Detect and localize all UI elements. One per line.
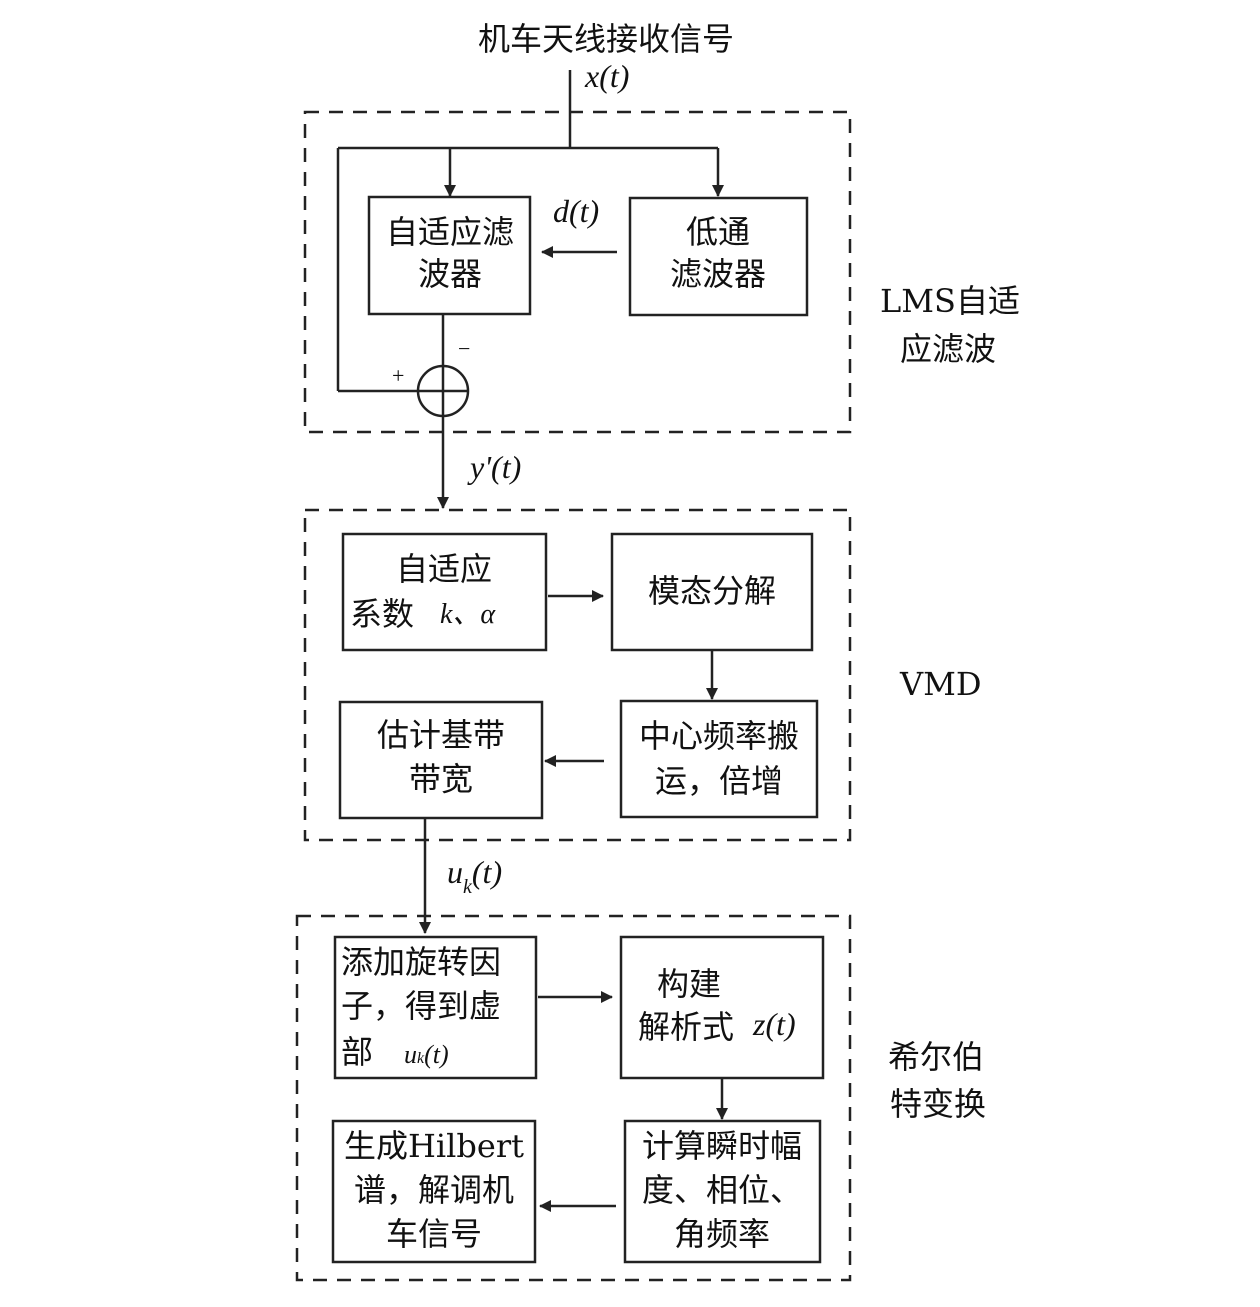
adaptive-coef-label-2: 系数 (350, 595, 414, 633)
compute-label-3: 角频率 (674, 1215, 770, 1253)
lowpass-filter-box (628, 196, 809, 317)
compute-label-1: 计算瞬时幅 (642, 1127, 802, 1165)
adaptive-coef-label-1: 自适应 (396, 550, 492, 588)
adaptive-coef-params: k、α (440, 599, 496, 630)
rotation-symbol-sub: k (417, 1050, 425, 1067)
hilbert-section-frame (295, 914, 852, 1282)
spectrum-label-1: 生成Hilbert (344, 1127, 524, 1165)
analytic-signal-box (619, 935, 825, 1080)
rotation-factor-label-1: 添加旋转因 (341, 943, 501, 981)
input-title: 机车天线接收信号 (478, 20, 734, 58)
hilbert-section-label-line1: 希尔伯 (888, 1038, 984, 1076)
adaptive-filter-label-1: 自适应滤 (386, 213, 514, 251)
vmd-output-main: u (447, 854, 463, 890)
modal-decomp-label: 模态分解 (648, 572, 776, 610)
analytic-signal-label-2: 解析式 (638, 1008, 734, 1046)
compute-instantaneous-box (623, 1119, 822, 1264)
spectrum-label-3: 车信号 (386, 1215, 482, 1253)
hilbert-section-label-line2: 特变换 (890, 1085, 986, 1123)
summer-minus-sign: − (458, 336, 470, 361)
spectrum-label-2: 谱，解调机 (354, 1171, 514, 1209)
modal-decomp-box (610, 532, 814, 652)
vmd-output-sub: k (463, 876, 473, 898)
rotation-factor-label-3: 部 (341, 1033, 373, 1071)
desired-signal-label: d(t) (553, 193, 599, 229)
rotation-symbol-arg: (t) (424, 1040, 449, 1069)
vmd-output-arg: (t) (472, 854, 502, 890)
analytic-signal-label-1: 构建 (657, 965, 721, 1003)
rotation-symbol-main: u (404, 1040, 417, 1069)
freq-shift-label-1: 中心频率搬 (639, 717, 799, 755)
compute-label-2: 度、相位、 (642, 1171, 802, 1209)
lms-section-frame (303, 110, 852, 434)
lms-output-label: y'(t) (467, 449, 521, 485)
vmd-section-frame (303, 508, 852, 842)
adaptive-coef-box (341, 532, 548, 652)
rotation-factor-label-2: 子，得到虚 (341, 987, 501, 1025)
bandwidth-label-1: 估计基带 (377, 716, 505, 754)
lms-section-label-line1: LMS自适 (880, 282, 1020, 320)
rotation-factor-symbol: uk(t) (404, 1040, 449, 1069)
vmd-section-label: VMD (899, 665, 982, 703)
summer-plus-sign: + (392, 363, 404, 388)
lms-section-label-line2: 应滤波 (900, 330, 996, 368)
rotation-factor-box (333, 935, 538, 1080)
vmd-output-label: uk(t) (447, 854, 502, 898)
lowpass-filter-label-1: 低通 (686, 213, 750, 251)
adaptive-filter-label-2: 波器 (418, 255, 482, 293)
input-signal-label: x(t) (584, 58, 629, 94)
bandwidth-box (338, 700, 544, 820)
bandwidth-label-2: 带宽 (409, 760, 473, 798)
freq-shift-label-2: 运，倍增 (655, 762, 783, 800)
adaptive-filter-box (367, 195, 532, 316)
hilbert-spectrum-box (331, 1119, 537, 1264)
lowpass-filter-label-2: 滤波器 (670, 255, 766, 293)
analytic-signal-symbol: z(t) (752, 1006, 796, 1042)
freq-shift-box (619, 699, 819, 819)
